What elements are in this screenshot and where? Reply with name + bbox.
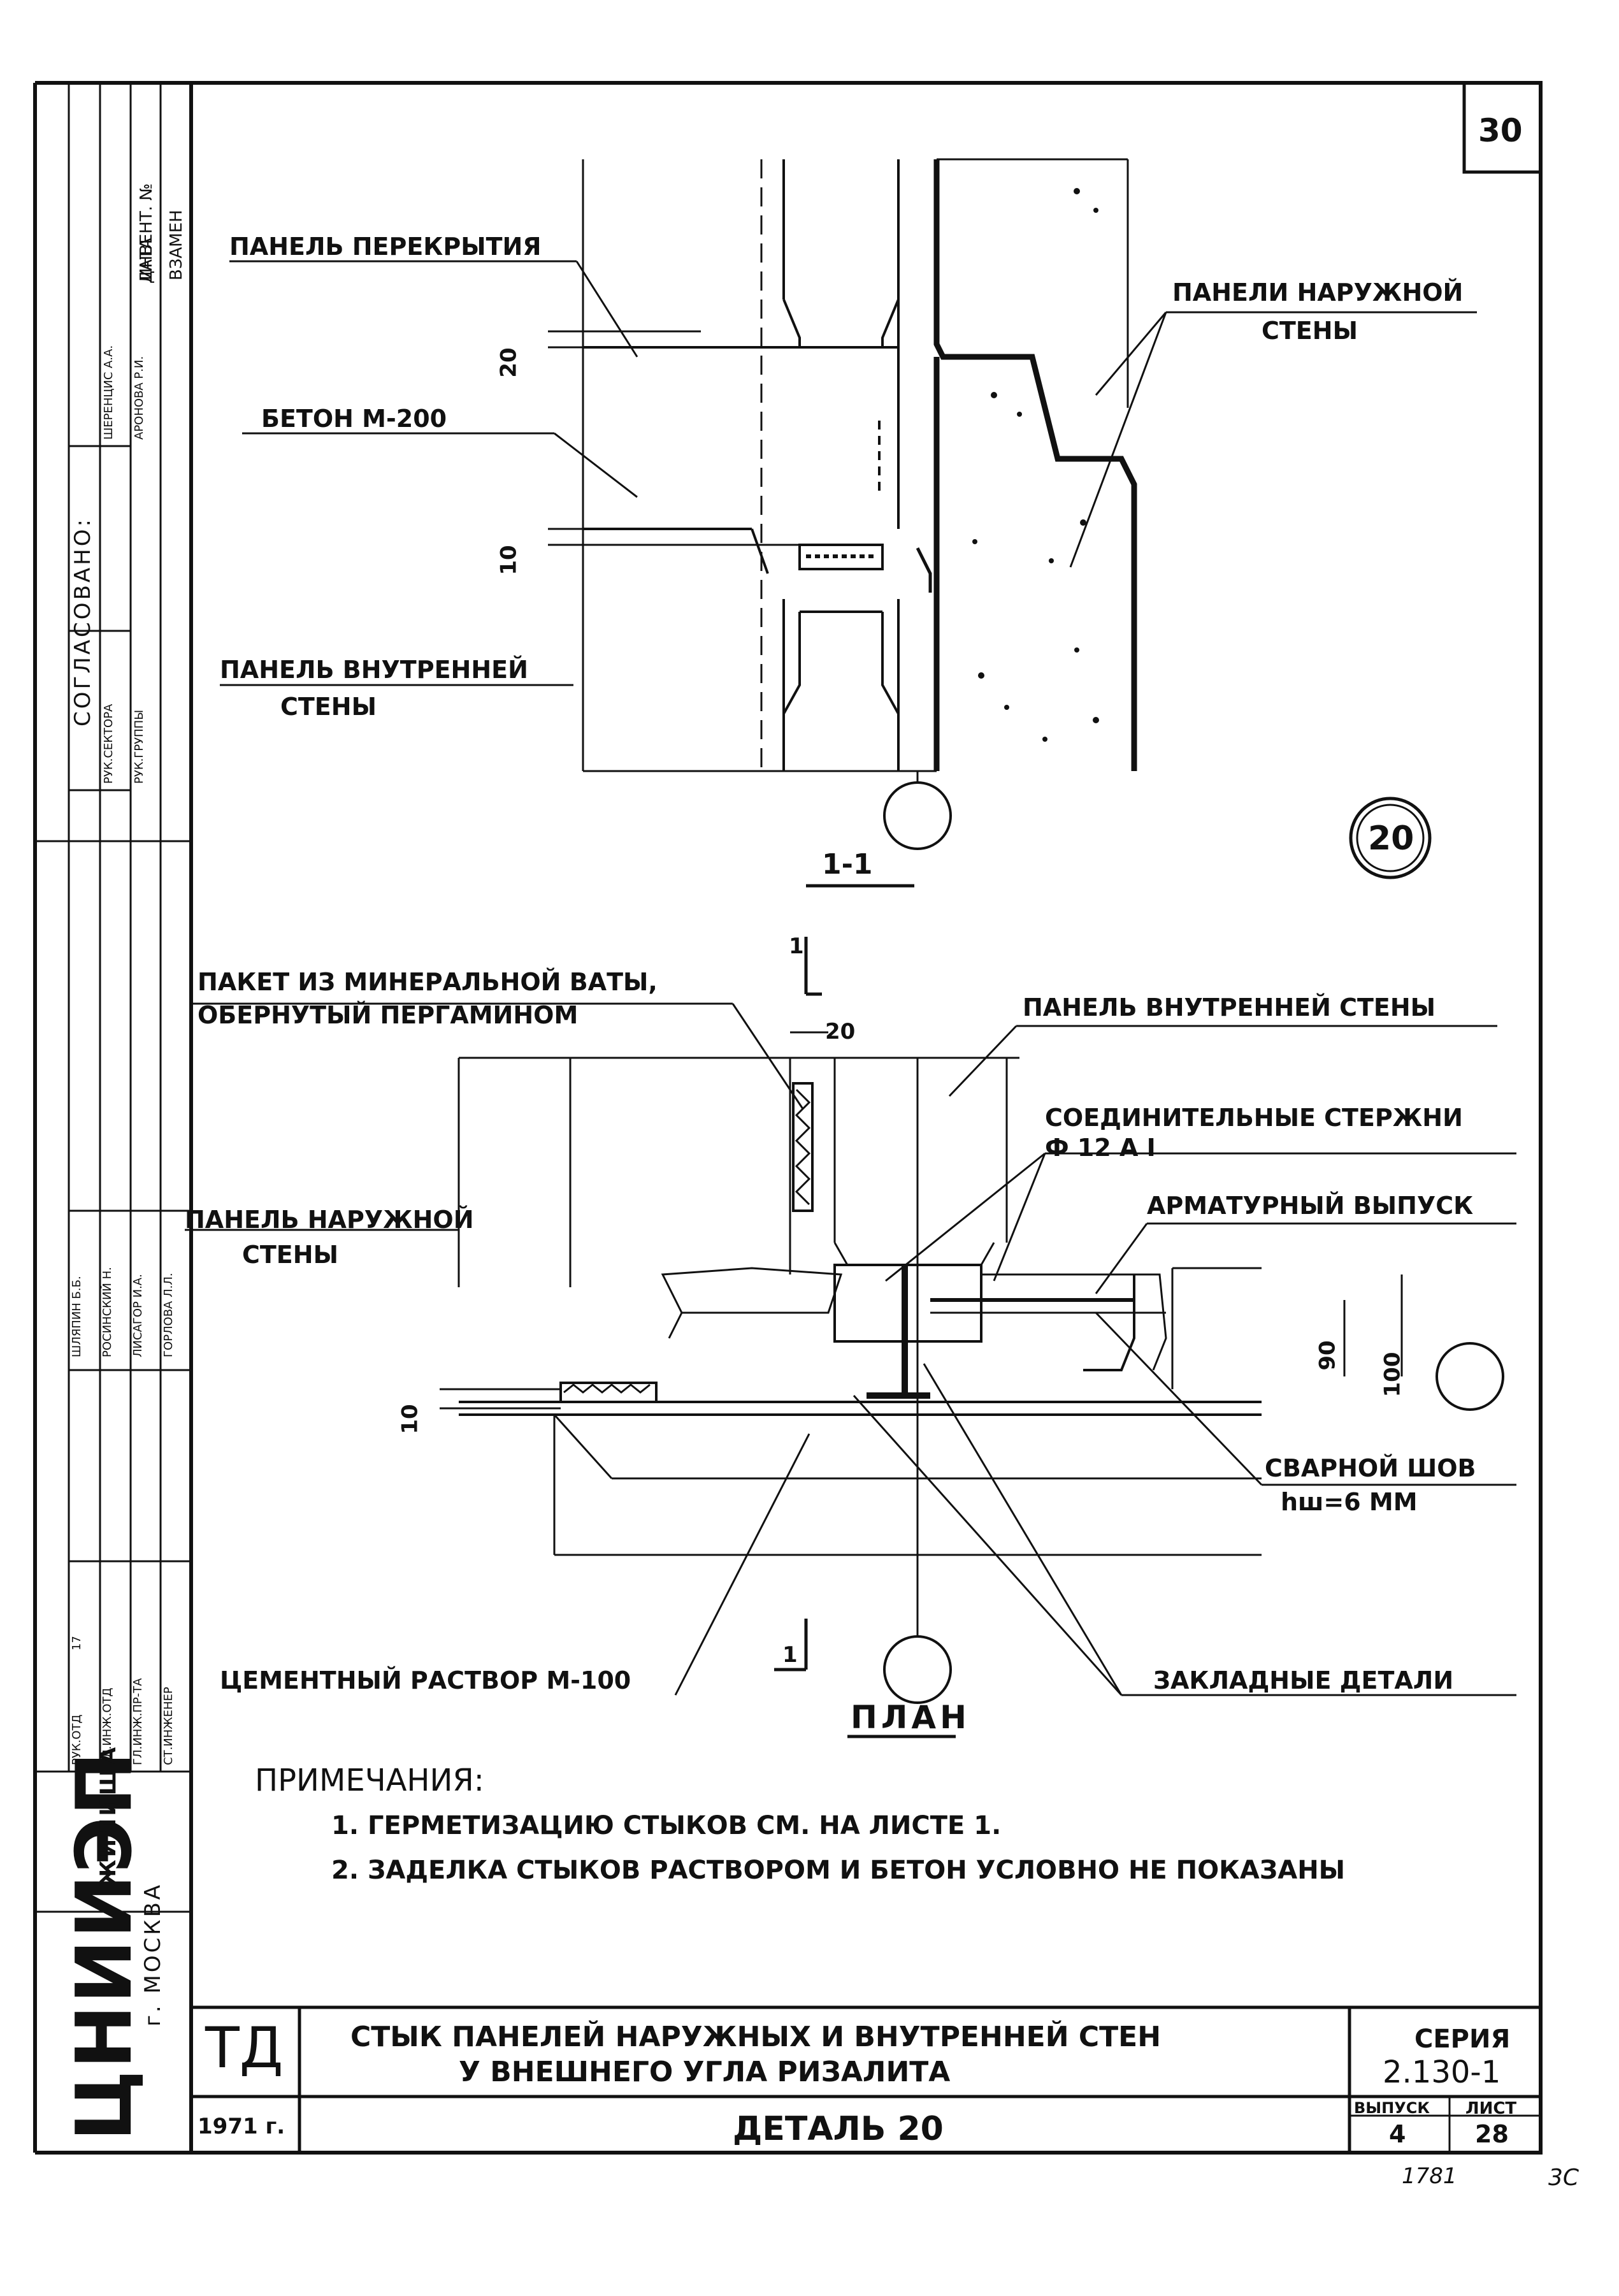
section-1-1-drawing: [220, 158, 1477, 888]
label-outer-panels-2: СТЕНЫ: [1262, 317, 1358, 345]
title-block-detail: ДЕТАЛЬ 20: [733, 2110, 944, 2148]
stamp-replace: ВЗАМЕН: [167, 210, 186, 280]
stamp-person-no-1: 17: [70, 1636, 83, 1650]
note-item-2: 2. ЗАДЕЛКА СТЫКОВ РАСТВОРОМ И БЕТОН УСЛО…: [331, 1856, 1346, 1885]
label-wool-1: ПАКЕТ ИЗ МИНЕРАЛЬНОЙ ВАТЫ,: [198, 968, 658, 996]
dim-plan-100: 100: [1379, 1352, 1406, 1397]
series-label: СЕРИЯ: [1414, 2025, 1511, 2054]
label-inner-wall-panel: ПАНЕЛЬ ВНУТРЕННЕЙ СТЕНЫ: [1023, 993, 1436, 1022]
label-rebar-outlet: АРМАТУРНЫЙ ВЫПУСК: [1147, 1192, 1474, 1220]
stamp-person-name-2: РОСИНСКИЙ Н.: [101, 1267, 114, 1357]
label-rods-2: Ф 12 А I: [1045, 1134, 1156, 1162]
handwritten-number: 1781: [1402, 2163, 1457, 2189]
title-block-grid: [191, 2005, 1541, 2153]
label-outer-wall-panel-2: СТЕНЫ: [242, 1241, 338, 1269]
notes-heading: ПРИМЕЧАНИЯ:: [255, 1763, 484, 1798]
note-item-1: 1. ГЕРМЕТИЗАЦИЮ СТЫКОВ СМ. НА ЛИСТЕ 1.: [331, 1811, 1002, 1840]
label-wool-2: ОБЕРНУТЫЙ ПЕРГАМИНОМ: [198, 1001, 579, 1029]
detail-circle-inner: [1356, 804, 1425, 872]
title-block-year: 1971 г.: [198, 2114, 285, 2139]
label-inner-panel-1: ПАНЕЛЬ ВНУТРЕННЕЙ: [220, 656, 528, 684]
stamp-role-2: РУК.ГРУППЫ: [133, 709, 146, 784]
dim-plan-90: 90: [1314, 1340, 1341, 1371]
detail-circle-outer: [1349, 797, 1432, 879]
dim-plan-20: 20: [825, 1019, 856, 1044]
stamp-role-1: РУК.СЕКТОРА: [102, 704, 115, 784]
corner-mark: 3С: [1548, 2165, 1579, 2191]
stamp-name-1: ШЕРЕНЦИС А.А.: [102, 345, 115, 440]
stamp-inv: ИНВЕНТ. №: [137, 183, 156, 280]
detail-circle-number: 20: [1368, 819, 1414, 858]
dim-section-20: 20: [496, 347, 522, 378]
dim-plan-10: 10: [397, 1404, 423, 1434]
sheet-number-box: [1462, 81, 1543, 174]
label-embedded-parts: ЗАКЛАДНЫЕ ДЕТАЛИ: [1153, 1666, 1454, 1694]
issue-label: ВЫПУСК: [1354, 2099, 1430, 2117]
label-inner-panel-2: СТЕНЫ: [280, 693, 377, 721]
title-block-title-1: СТЫК ПАНЕЛЕЙ НАРУЖНЫХ И ВНУТРЕННЕЙ СТЕН: [350, 2021, 1162, 2053]
label-rods-1: СОЕДИНИТЕЛЬНЫЕ СТЕРЖНИ: [1045, 1104, 1463, 1132]
title-block-code: ТД: [205, 2015, 284, 2081]
stamp-name-2: АРОНОВА Р.И.: [133, 356, 146, 440]
side-stamp-grid: [35, 83, 191, 1913]
series-value: 2.130-1: [1383, 2054, 1501, 2090]
concrete-hatch: [972, 188, 1099, 742]
sheet-value: 28: [1475, 2120, 1509, 2148]
title-block-title-2: У ВНЕШНЕГО УГЛА РИЗАЛИТА: [459, 2056, 951, 2088]
stamp-agreed: СОГЛАСОВАНО:: [70, 517, 96, 726]
label-weld-1: СВАРНОЙ ШОВ: [1265, 1454, 1476, 1482]
label-outer-wall-panel-1: ПАНЕЛЬ НАРУЖНОЙ: [185, 1206, 474, 1234]
label-mortar: ЦЕМЕНТНЫЙ РАСТВОР М-100: [220, 1666, 631, 1694]
section-title: 1-1: [822, 848, 873, 881]
sheet-frame: [33, 81, 1543, 2155]
dim-section-10: 10: [496, 545, 522, 575]
label-concrete: БЕТОН М-200: [261, 405, 447, 433]
stamp-person-name-1: ШЛЯПИН Б.Б.: [70, 1276, 83, 1357]
plan-title: ПЛАН: [851, 1699, 970, 1736]
stamp-person-role-4: СТ.ИНЖЕНЕР: [162, 1687, 175, 1765]
stamp-person-name-3: ЛИСАГОР И.А.: [131, 1274, 145, 1357]
dim-plan-1: 1: [789, 934, 804, 959]
issue-value: 4: [1389, 2120, 1406, 2148]
dim-plan-1b: 1: [782, 1642, 798, 1668]
plan-drawing: [185, 937, 1516, 1738]
sheet-number: 30: [1478, 112, 1523, 149]
label-floor-panel: ПАНЕЛЬ ПЕРЕКРЫТИЯ: [229, 233, 542, 261]
org-subtitle: ЖИЛИЩА: [96, 1744, 121, 1886]
stamp-person-name-4: ГОРЛОВА Л.Л.: [162, 1273, 175, 1357]
label-outer-panels-1: ПАНЕЛИ НАРУЖНОЙ: [1172, 278, 1464, 307]
sheet-label: ЛИСТ: [1465, 2099, 1517, 2118]
org-city: г. МОСКВА: [140, 1882, 166, 2026]
label-weld-2: hш=6 ММ: [1281, 1488, 1418, 1516]
